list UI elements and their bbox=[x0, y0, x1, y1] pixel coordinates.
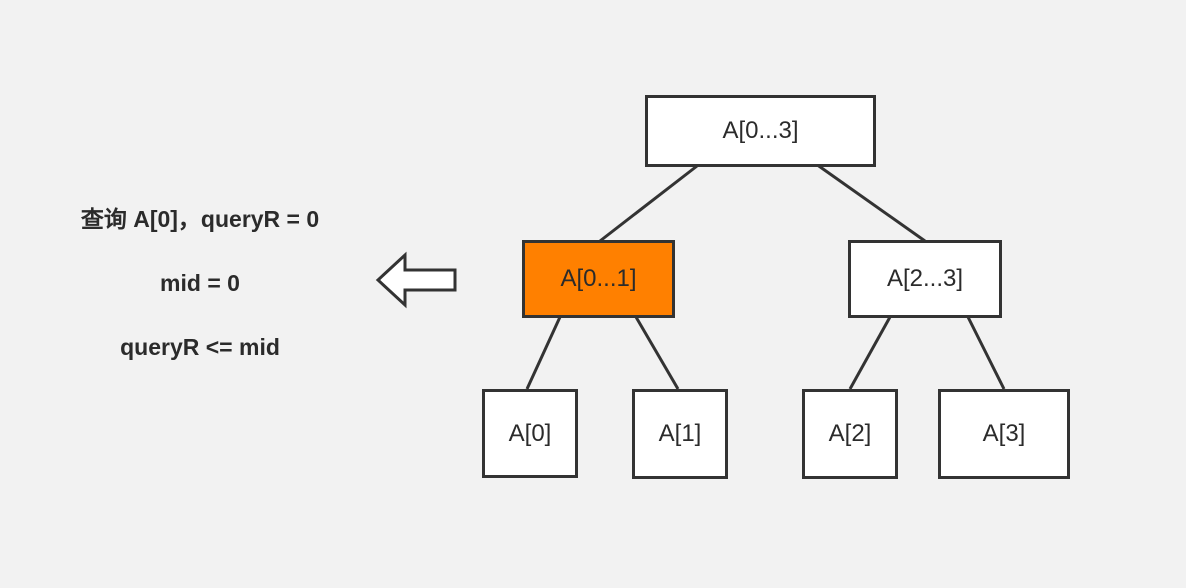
tree-node-root: A[0...3] bbox=[645, 95, 876, 167]
query-note: 查询 A[0]，queryR = 0 bbox=[80, 206, 320, 232]
edge-root-left bbox=[599, 164, 698, 243]
mid-note: mid = 0 bbox=[160, 270, 240, 296]
edge-left-leftchild bbox=[525, 316, 562, 390]
edge-right-leftchild bbox=[848, 316, 892, 390]
tree-leaf-3: A[3] bbox=[938, 389, 1070, 479]
tree-leaf-0: A[0] bbox=[482, 389, 578, 478]
tree-node-label: A[1] bbox=[658, 420, 702, 447]
tree-node-right: A[2...3] bbox=[848, 240, 1002, 318]
tree-node-left-highlighted: A[0...1] bbox=[522, 240, 675, 318]
tree-leaf-2: A[2] bbox=[802, 389, 898, 479]
edge-root-right bbox=[815, 162, 926, 243]
comparison-note: queryR <= mid bbox=[120, 334, 280, 360]
tree-node-label: A[2] bbox=[828, 420, 872, 447]
tree-node-label: A[3] bbox=[982, 420, 1026, 447]
edge-right-rightchild bbox=[966, 316, 1006, 390]
tree-leaf-1: A[1] bbox=[632, 389, 728, 479]
edge-left-rightchild bbox=[634, 316, 680, 390]
tree-node-label: A[2...3] bbox=[886, 265, 964, 292]
tree-node-label: A[0...1] bbox=[560, 265, 637, 292]
tree-node-label: A[0] bbox=[508, 419, 552, 447]
tree-node-label: A[0...3] bbox=[722, 117, 799, 144]
